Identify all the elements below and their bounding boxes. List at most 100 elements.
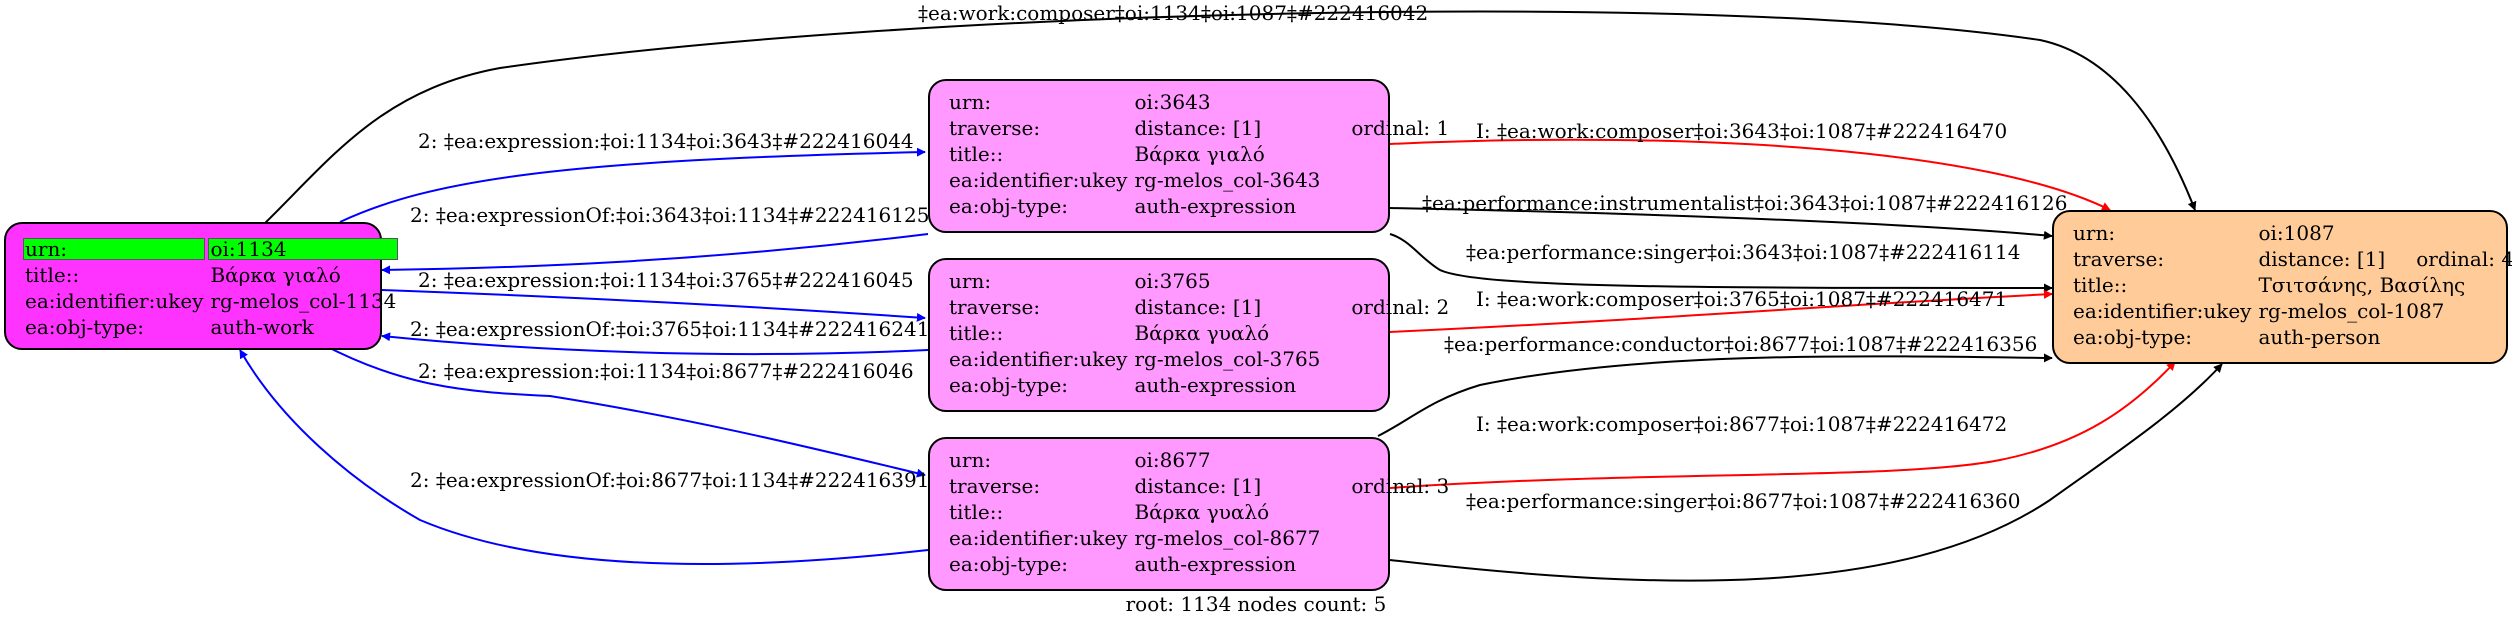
row-value: oi:1134	[208, 238, 399, 260]
row-key: traverse:	[2073, 247, 2165, 271]
row-value: auth-expression	[1134, 373, 1297, 397]
row-key: title::	[949, 142, 1004, 166]
node-row-objtype: ea:obj-type: auth-expression	[947, 195, 1451, 217]
row-ordinal: ordinal: 3	[1351, 474, 1450, 498]
edge-e13	[1389, 361, 2176, 489]
node-row-urn: urn: oi:8677	[947, 449, 1451, 471]
edge-label-e4: 2: ‡ea:expression:‡oi:1134‡oi:3765‡#2224…	[418, 268, 914, 292]
edge-e8	[1389, 138, 2111, 211]
node-person-1087[interactable]: urn: oi:1087 traverse: distance: [1] ord…	[2052, 210, 2512, 364]
edge-e7	[239, 349, 929, 565]
node-row-title: title:: Βάρκα γυαλό	[947, 501, 1451, 523]
node-3765-table: urn: oi:3765 traverse: distance: [1] ord…	[944, 266, 1454, 400]
edge-label-e5: 2: ‡ea:expressionOf:‡oi:3765‡oi:1134‡#22…	[410, 317, 929, 341]
row-value: rg-melos_col-1134	[210, 289, 397, 313]
row-value: oi:1087	[2258, 221, 2335, 245]
edge-e1	[261, 10, 2197, 227]
row-key: ea:identifier:ukey	[949, 526, 1128, 550]
row-value: distance: [1]	[1134, 474, 1262, 498]
node-row-ukey: ea:identifier:ukey rg-melos_col-3765	[947, 348, 1451, 370]
node-expression-8677[interactable]: urn: oi:8677 traverse: distance: [1] ord…	[928, 437, 1449, 591]
node-row-objtype: ea:obj-type: auth-expression	[947, 374, 1451, 396]
row-value: Βάρκα γιαλό	[210, 263, 341, 287]
edge-label-e8: I: ‡ea:work:composer‡oi:3643‡oi:1087‡#22…	[1476, 119, 2007, 143]
node-row-title: title:: Τσιτσάνης, Βασίλης	[2071, 274, 2512, 296]
node-row-urn: urn: oi:1134	[23, 238, 399, 260]
row-key: urn:	[2073, 221, 2116, 245]
node-expression-3765[interactable]: urn: oi:3765 traverse: distance: [1] ord…	[928, 258, 1449, 412]
edge-label-e14: ‡ea:performance:singer‡oi:8677‡oi:1087‡#…	[1466, 489, 2020, 513]
row-key: ea:identifier:ukey	[25, 289, 204, 313]
row-value: distance: [1]	[1134, 295, 1262, 319]
node-8677-table: urn: oi:8677 traverse: distance: [1] ord…	[944, 445, 1454, 579]
row-key: ea:obj-type:	[949, 552, 1069, 576]
row-value: auth-expression	[1134, 552, 1297, 576]
edge-e11	[1389, 289, 2053, 333]
node-row-objtype: ea:obj-type: auth-person	[2071, 326, 2512, 348]
row-key: ea:obj-type:	[25, 315, 145, 339]
node-row-traverse: traverse: distance: [1] ordinal: 1	[947, 117, 1451, 139]
row-key: title::	[25, 263, 80, 287]
node-3643-table: urn: oi:3643 traverse: distance: [1] ord…	[944, 87, 1454, 221]
row-value: auth-person	[2258, 325, 2381, 349]
row-key: ea:identifier:ukey	[949, 168, 1128, 192]
node-row-urn: urn: oi:3643	[947, 91, 1451, 113]
node-row-ukey: ea:identifier:ukey rg-melos_col-1134	[23, 290, 398, 312]
row-key: urn:	[949, 448, 992, 472]
edge-e3	[381, 233, 929, 275]
row-value: oi:3765	[1134, 269, 1211, 293]
edge-label-e12: ‡ea:performance:conductor‡oi:8677‡oi:108…	[1444, 332, 2037, 356]
row-value: Βάρκα γιαλό	[1134, 142, 1265, 166]
node-row-urn: urn: oi:1087	[2071, 222, 2512, 244]
row-value: distance: [1]	[1134, 116, 1262, 140]
node-work-1134[interactable]: urn: oi:1134 title:: Βάρκα γιαλό ea:iden…	[4, 222, 399, 350]
node-row-traverse: traverse: distance: [1] ordinal: 3	[947, 475, 1451, 497]
edge-label-e13: I: ‡ea:work:composer‡oi:8677‡oi:1087‡#22…	[1476, 412, 2007, 436]
row-key: title::	[949, 321, 1004, 345]
row-value: rg-melos_col-3643	[1134, 168, 1321, 192]
row-value: Βάρκα γυαλό	[1134, 500, 1270, 524]
edge-e12	[1377, 353, 2053, 437]
node-row-urn: urn: oi:3765	[947, 270, 1451, 292]
row-ordinal: ordinal: 2	[1351, 295, 1450, 319]
edge-label-e10: ‡ea:performance:singer‡oi:3643‡oi:1087‡#…	[1466, 240, 2020, 264]
edge-label-e3: 2: ‡ea:expressionOf:‡oi:3643‡oi:1134‡#22…	[410, 203, 929, 227]
node-row-ukey: ea:identifier:ukey rg-melos_col-1087	[2071, 300, 2512, 322]
node-row-traverse: traverse: distance: [1] ordinal: 2	[947, 296, 1451, 318]
node-row-objtype: ea:obj-type: auth-work	[23, 316, 398, 338]
edge-label-e6: 2: ‡ea:expression:‡oi:1134‡oi:8677‡#2224…	[418, 359, 914, 383]
node-row-ukey: ea:identifier:ukey rg-melos_col-3643	[947, 169, 1451, 191]
node-row-title: title:: Βάρκα γιαλό	[947, 143, 1451, 165]
edge-label-e2: 2: ‡ea:expression:‡oi:1134‡oi:3643‡#2224…	[418, 129, 914, 153]
edge-e6	[321, 343, 926, 478]
row-key: traverse:	[949, 474, 1041, 498]
row-value: Τσιτσάνης, Βασίλης	[2258, 273, 2466, 297]
node-1134-table: urn: oi:1134 title:: Βάρκα γιαλό ea:iden…	[20, 234, 401, 342]
edge-e10	[1389, 233, 2053, 293]
footer-node-count: nodes count: 5	[1237, 592, 1387, 616]
edge-label-e1: ‡ea:work:composer‡oi:1134‡oi:1087‡#22241…	[918, 1, 1428, 25]
edge-label-e11: I: ‡ea:work:composer‡oi:3765‡oi:1087‡#22…	[1476, 287, 2007, 311]
edge-e14	[1389, 363, 2223, 582]
edge-label-e9: ‡ea:performance:instrumentalist‡oi:3643‡…	[1422, 191, 2067, 215]
node-row-ukey: ea:identifier:ukey rg-melos_col-8677	[947, 527, 1451, 549]
edge-e2	[339, 147, 926, 223]
row-value: distance: [1]	[2258, 247, 2386, 271]
row-value: oi:8677	[1134, 448, 1211, 472]
row-value: auth-expression	[1134, 194, 1297, 218]
row-value: rg-melos_col-8677	[1134, 526, 1321, 550]
node-row-traverse: traverse: distance: [1] ordinal: 4	[2071, 248, 2512, 270]
row-value: auth-work	[210, 315, 314, 339]
row-key: ea:obj-type:	[949, 373, 1069, 397]
edge-e9	[1389, 207, 2053, 240]
row-key: ea:identifier:ukey	[949, 347, 1128, 371]
edge-label-e7: 2: ‡ea:expressionOf:‡oi:8677‡oi:1134‡#22…	[410, 468, 929, 492]
row-value: Βάρκα γυαλό	[1134, 321, 1270, 345]
node-expression-3643[interactable]: urn: oi:3643 traverse: distance: [1] ord…	[928, 79, 1449, 233]
node-1087-table: urn: oi:1087 traverse: distance: [1] ord…	[2068, 218, 2512, 352]
row-key: traverse:	[949, 295, 1041, 319]
row-key: urn:	[949, 90, 992, 114]
node-row-title: title:: Βάρκα γιαλό	[23, 264, 398, 286]
